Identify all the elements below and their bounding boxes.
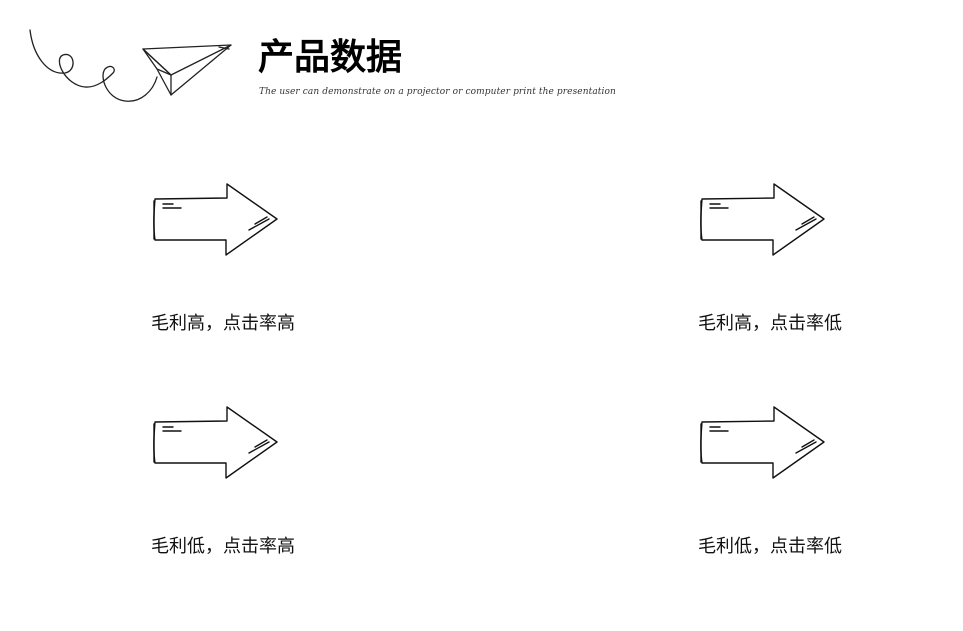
arrow-right-icon: [700, 406, 825, 479]
quadrant-label: 毛利低，点击率高: [151, 536, 295, 557]
arrow-right-icon: [700, 183, 825, 256]
quadrant-card: 毛利高，点击率低: [698, 182, 918, 352]
arrow-right-icon: [153, 183, 278, 256]
quadrant-card: 毛利高，点击率高: [151, 182, 371, 352]
quadrant-label: 毛利高，点击率低: [698, 313, 842, 334]
quadrant-card: 毛利低，点击率高: [151, 405, 371, 575]
arrow-right-icon: [153, 406, 278, 479]
paper-plane-icon: [29, 29, 232, 102]
page-title: 产品数据: [258, 37, 403, 78]
quadrant-label: 毛利高，点击率高: [151, 313, 295, 334]
page-subtitle: The user can demonstrate on a projector …: [259, 87, 616, 97]
quadrant-label: 毛利低，点击率低: [698, 536, 842, 557]
quadrant-card: 毛利低，点击率低: [698, 405, 918, 575]
